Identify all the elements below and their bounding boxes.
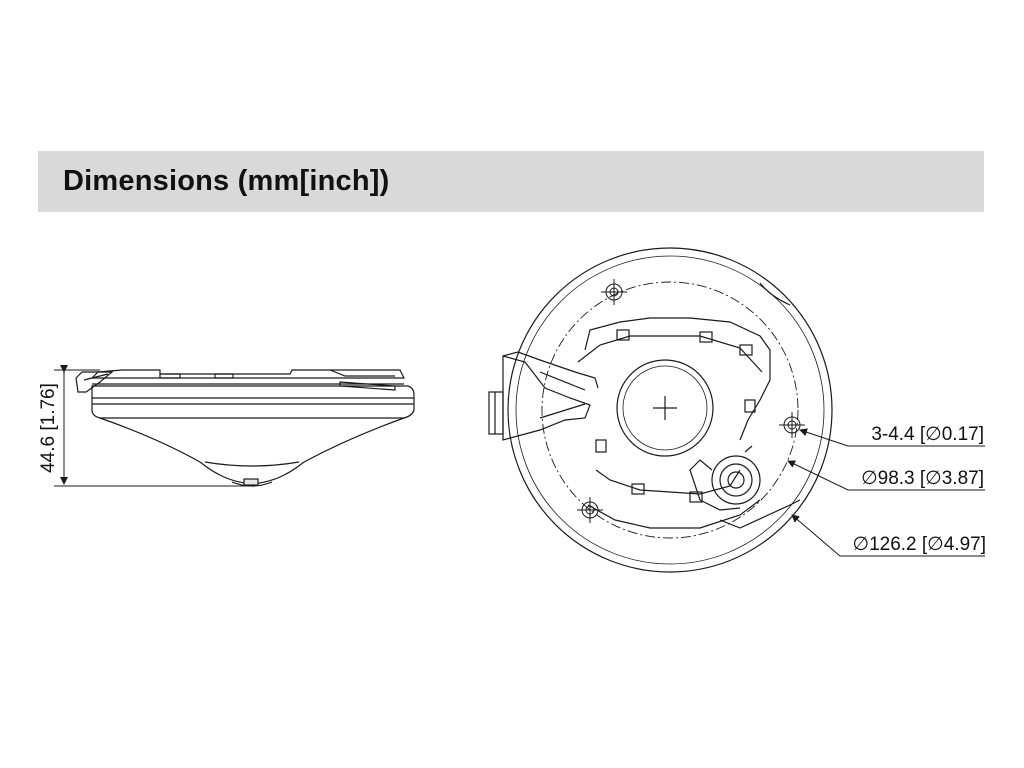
outer-diameter-label: ∅126.2 [∅4.97] bbox=[853, 534, 986, 555]
screw-holes-leader bbox=[799, 428, 985, 447]
section-header: Dimensions (mm[inch]) bbox=[38, 151, 984, 212]
screw-holes-label: 3-4.4 [∅0.17] bbox=[871, 424, 984, 445]
screw-hole-bottom bbox=[577, 497, 603, 523]
camera-top-view bbox=[488, 247, 833, 573]
height-label: 44.6 [1.76] bbox=[38, 383, 59, 473]
cable-port bbox=[711, 455, 761, 505]
screw-holes bbox=[577, 279, 805, 523]
section-title: Dimensions (mm[inch]) bbox=[63, 165, 390, 197]
outer-housing-circle bbox=[507, 247, 833, 573]
screw-hole-right bbox=[779, 412, 805, 438]
camera-side-view bbox=[75, 369, 415, 487]
outer-diameter-leader bbox=[791, 514, 985, 557]
inner-diameter-circle bbox=[541, 281, 799, 539]
inner-diameter-label: ∅98.3 [∅3.87] bbox=[861, 468, 984, 489]
height-dimension bbox=[54, 365, 250, 487]
screw-hole-top bbox=[601, 279, 627, 305]
inner-diameter-leader bbox=[787, 460, 985, 491]
callout-leaders bbox=[787, 428, 985, 557]
center-lens-circle bbox=[616, 359, 714, 457]
